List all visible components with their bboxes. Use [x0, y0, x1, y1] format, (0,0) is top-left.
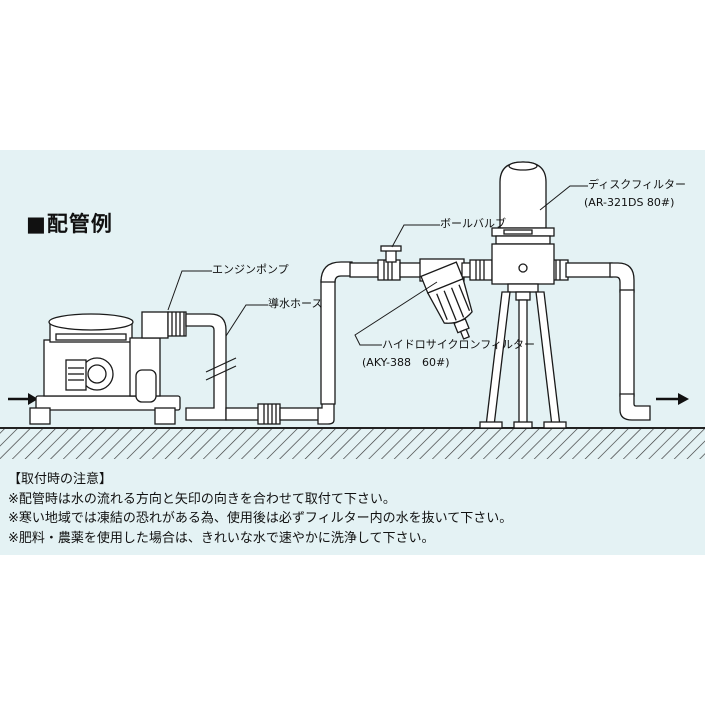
filter-stand: [479, 291, 567, 429]
label-cyclone-filter: ハイドロサイクロンフィルター: [382, 338, 536, 351]
notes-heading: 【取付時の注意】: [8, 472, 113, 487]
flow-in-arrow-icon: [8, 393, 38, 405]
note-item: ※配管時は水の流れる方向と矢印の向きを合わせて取付て下さい。: [8, 491, 396, 507]
label-disk-filter: ディスクフィルター: [588, 178, 687, 191]
label-ball-valve: ボールバルブ: [440, 217, 506, 230]
leader-lines: [167, 185, 588, 346]
label-cyclone-filter-model: (AKY-388 60#): [362, 356, 450, 369]
lower-pipe: [225, 401, 335, 425]
disc-filter: [491, 161, 555, 301]
ball-valve: [380, 245, 402, 263]
water-hose: [185, 313, 237, 421]
installation-notes: 【取付時の注意】 ※配管時は水の流れる方向と矢印の向きを合わせて取付て下さい。 …: [8, 470, 512, 548]
page-title: ■配管例: [26, 212, 113, 236]
label-hose: 導水ホース: [268, 297, 323, 310]
ground: [0, 427, 705, 459]
label-disk-filter-model: (AR-321DS 80#): [584, 196, 675, 209]
label-engine-pump: エンジンポンプ: [212, 263, 289, 276]
engine-pump: [29, 311, 187, 425]
note-item: ※寒い地域では凍結の恐れがある為、使用後は必ずフィルター内の水を抜いて下さい。: [8, 511, 513, 526]
note-item: ※肥料・農薬を使用した場合は、きれいな水で速やかに洗浄して下さい。: [8, 530, 435, 546]
riser-pipe: [320, 261, 353, 405]
flow-out-arrow-icon: [656, 393, 689, 405]
